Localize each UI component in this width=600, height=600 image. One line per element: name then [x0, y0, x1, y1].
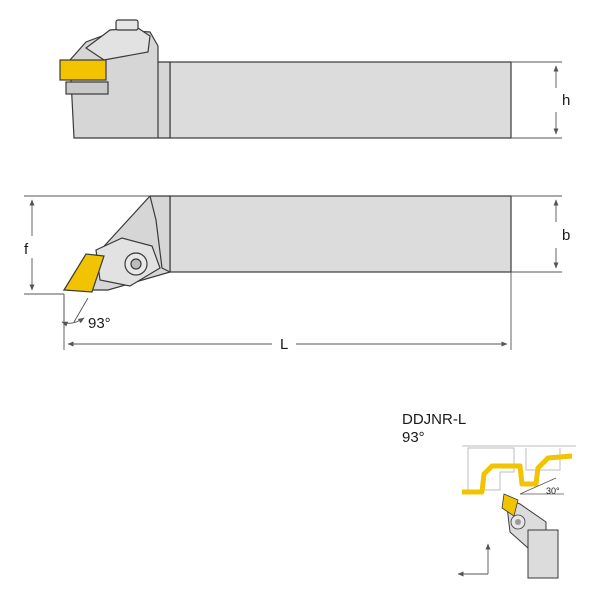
dimension-f [24, 195, 150, 295]
top-insert [62, 253, 105, 293]
dimension-l-label: L [280, 336, 288, 353]
detail-angle-label: 30° [546, 486, 560, 496]
product-angle: 93° [402, 429, 425, 446]
dimension-h-label: h [562, 92, 570, 109]
side-clamp-screw [115, 19, 139, 31]
product-code: DDJNR-L [402, 411, 467, 428]
angle-label: 93° [88, 315, 111, 332]
side-seat [65, 81, 109, 95]
detail-angle-ray [519, 477, 557, 495]
top-view [62, 195, 512, 293]
detail-screw-hex [515, 519, 521, 525]
side-view [59, 19, 512, 139]
detail-tool-shank [527, 529, 559, 579]
cutting-path [462, 453, 573, 495]
top-clamp-screw-hex [130, 258, 142, 270]
feed-direction-arrows [457, 543, 491, 577]
dimension-b-label: b [562, 227, 570, 244]
top-head-chamfer [149, 195, 171, 273]
application-detail [457, 445, 576, 579]
product-code-block: DDJNR-L 93° [402, 411, 466, 447]
top-shank [169, 195, 512, 273]
dimension-h [511, 61, 562, 139]
angle-indicator [61, 294, 89, 328]
side-insert [59, 59, 107, 81]
dimension-b [511, 195, 562, 273]
dimension-f-label: f [24, 241, 29, 258]
dimension-l [63, 272, 512, 350]
side-shank [169, 61, 512, 139]
